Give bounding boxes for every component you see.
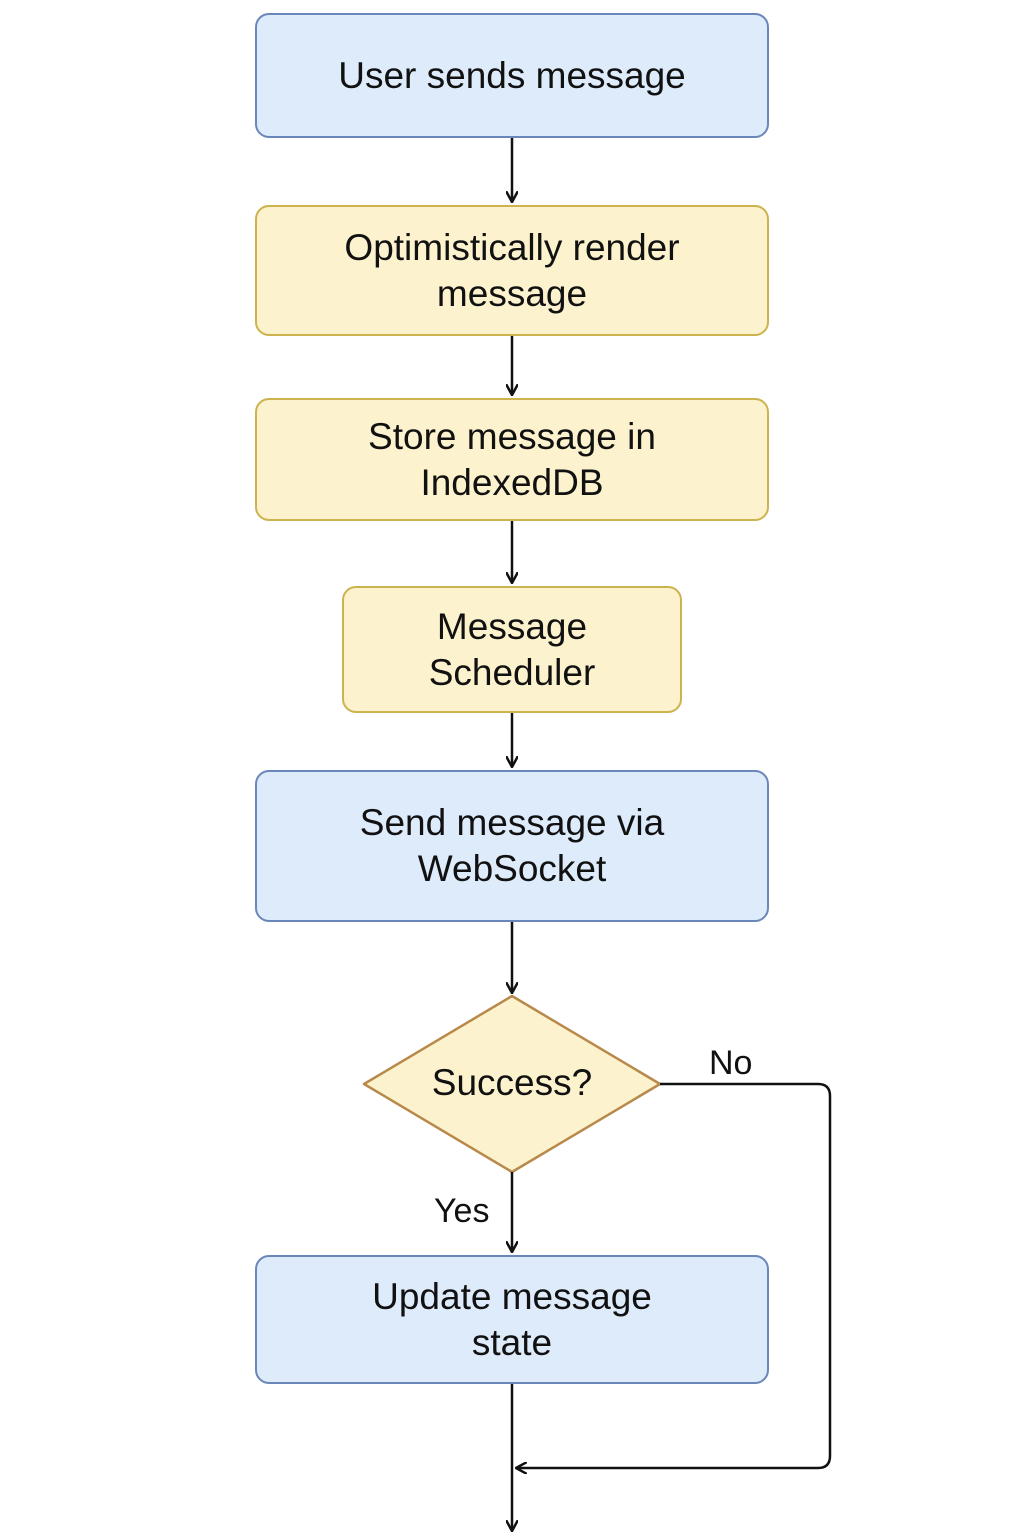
edge-label-yes: Yes [434,1192,490,1230]
node-label: Send message via WebSocket [359,802,665,889]
node-label: Update message state [372,1275,652,1363]
node-label: Message Scheduler [428,605,596,693]
decision-label: Success? [431,1062,593,1103]
arrow-no-branch [517,1082,832,1468]
node-user-sends-message: User sends message [255,13,769,138]
node-label: User sends message [338,54,686,96]
node-label: Optimistically render message [344,226,680,314]
node-label: Store message in IndexedDB [368,415,656,503]
node-update-state: Update message state [255,1255,769,1384]
node-message-scheduler: Message Scheduler [342,586,682,713]
edge-label-no: No [709,1044,753,1082]
node-optimistically-render: Optimistically render message [255,205,769,336]
node-send-websocket: Send message via WebSocket [255,770,769,922]
node-store-indexeddb: Store message in IndexedDB [255,398,769,521]
